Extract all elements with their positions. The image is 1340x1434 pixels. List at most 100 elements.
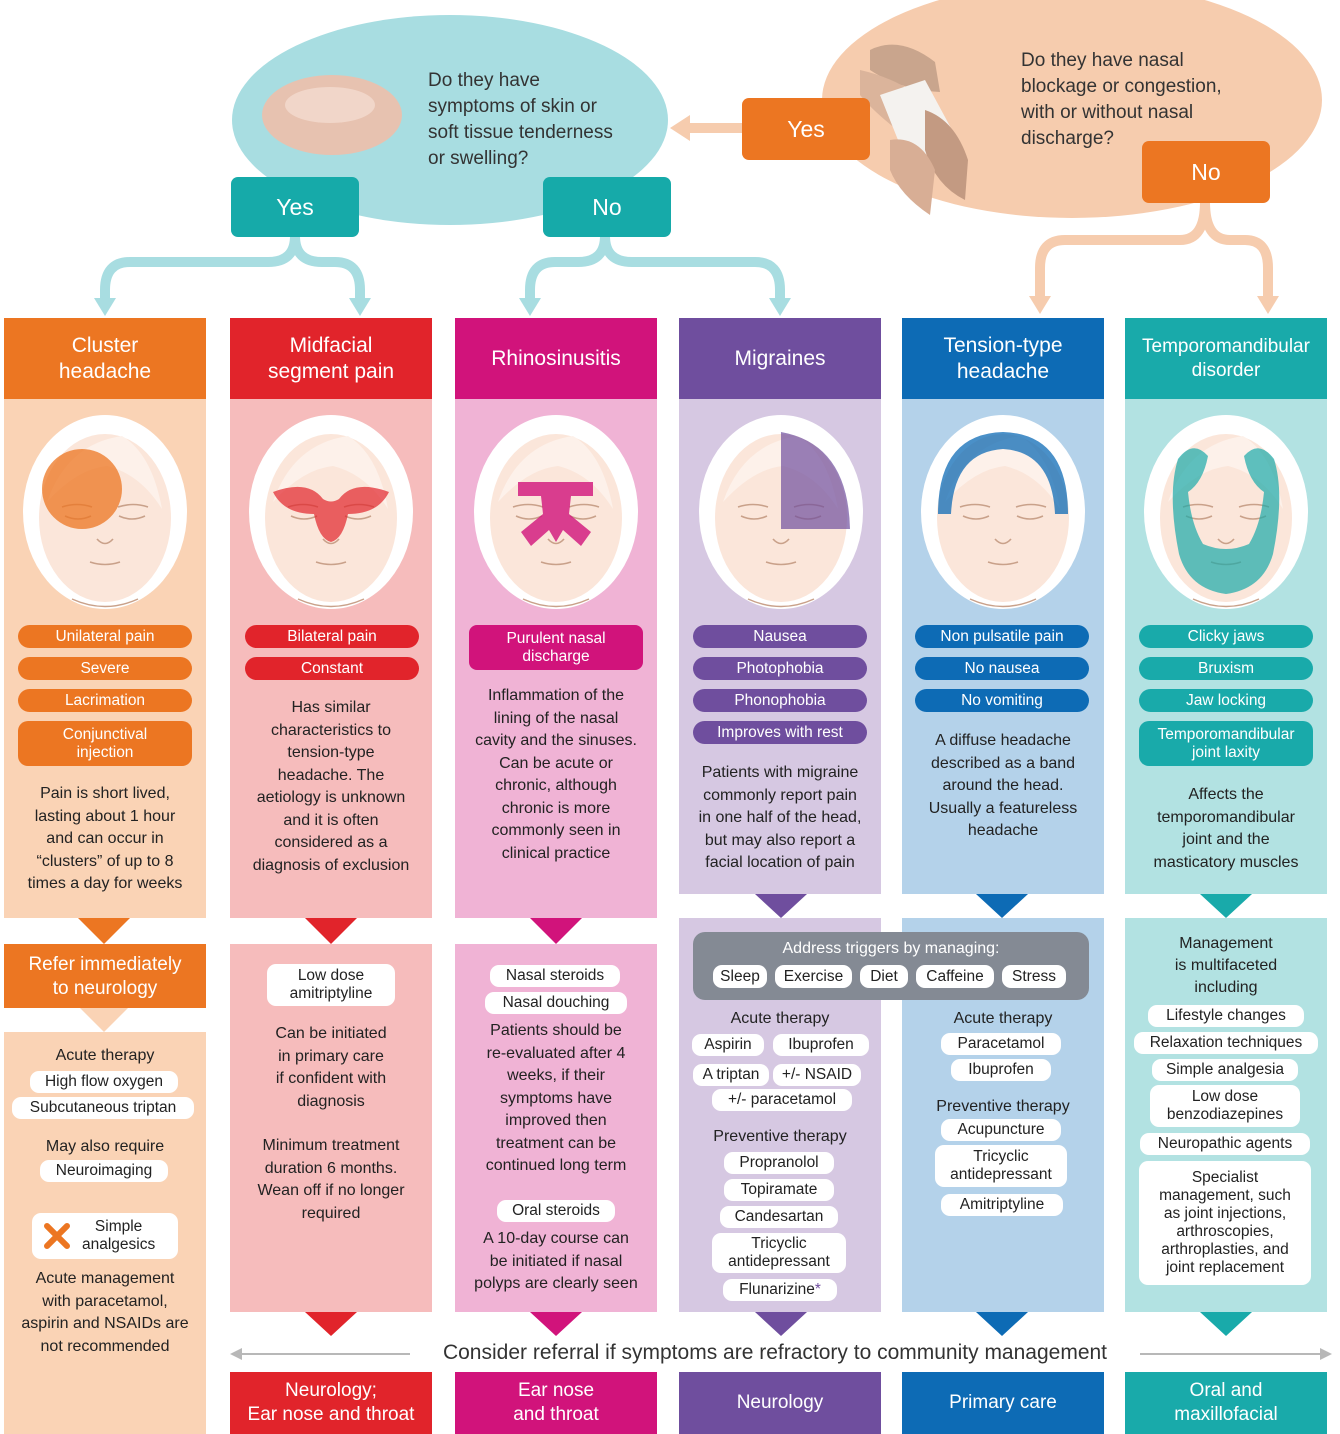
desc-line: chronic is more [501,799,611,817]
nasal-yes-button[interactable]: Yes [742,98,870,160]
referral-text: Consider referral if symptoms are refrac… [442,1341,1108,1364]
note-line: aspirin and NSAIDs are [21,1315,189,1332]
mgmt-line: diagnosis [297,1092,365,1110]
pill-line: benzodiazepines [1166,1106,1284,1123]
header-rhinosinusitis: Rhinosinusitis [455,318,657,399]
refer-line: Refer immediately [28,954,182,975]
pill-text: Flunarizine [739,1281,815,1298]
mgmt-line: including [1194,979,1258,996]
cross-icon [44,1223,70,1249]
q-line: blockage or congestion, [1021,76,1222,97]
treatment-pill: Ibuprofen [773,1034,869,1056]
q-line: soft tissue tenderness [428,122,613,143]
skin-question-bubble [232,15,668,225]
pill-line: Conjunctival [62,725,148,743]
pill-line: injection [76,743,134,761]
mgmt-line: required [301,1204,361,1222]
desc-line: in one half of the head, [698,809,862,826]
desc-line: Inflammation of the [487,687,625,704]
pill-line: as joint injections, [1163,1205,1287,1222]
pill-line: Low dose [297,967,365,984]
title-line: Rhinosinusitis [491,346,621,370]
migraine-preventive-title: Preventive therapy [713,1128,847,1145]
treatment-pill: Nasal douching [485,992,627,1014]
trigger-pill: Sleep [713,965,767,988]
cluster-description: Pain is short lived,lasting about 1 hour… [4,783,206,896]
dest-line: and throat [513,1404,599,1425]
desc-line: Usually a featureless [928,799,1078,817]
desc-line: but may also report a [704,831,856,849]
desc-line: headache. The [277,766,385,784]
dest-line: Ear nose [517,1380,595,1401]
mgmt-line: if confident with [275,1070,387,1087]
pill-line: Tricyclic [751,1235,807,1252]
q-line: with or without nasal [1021,102,1194,123]
title-line: Temporomandibular [1142,335,1310,357]
desc-line: temporomandibular [1157,808,1295,826]
skin-no-button[interactable]: No [543,177,671,237]
cross-line: analgesics [82,1236,156,1253]
treatment-pill: A triptan [693,1064,769,1086]
symptom-pill: Non pulsatile pain [915,625,1089,648]
dest-line: Oral and [1189,1380,1263,1401]
desc-line: masticatory muscles [1153,853,1299,871]
treatment-pill: Amitriptyline [941,1194,1063,1216]
treatment-pill: Neuroimaging [40,1160,168,1182]
treatment-pill: Simple analgesia [1152,1059,1298,1081]
pill-line: joint replacement [1165,1259,1285,1276]
mgmt-line: be initiated if nasal [489,1252,623,1270]
refer-line: to neurology [52,978,158,999]
pill-line: arthroplasties, and [1161,1241,1289,1258]
skin-yes-button[interactable]: Yes [231,177,359,237]
destination-oral-maxillofacial: Oral and maxillofacial [1125,1372,1327,1434]
pill-line: Specialist [1191,1169,1259,1186]
q-line: Do they have [428,70,540,91]
nasal-no-button[interactable]: No [1142,141,1270,203]
desc-line: around the head. [942,777,1064,794]
symptom-pill: Bilateral pain [245,625,419,648]
desc-line: “clusters” of up to 8 [36,852,174,870]
face-migraine [698,414,864,610]
pill-line: discharge [522,647,590,665]
skin-question-text: Do they have symptoms of skin or soft ti… [428,68,648,172]
desc-line: joint and the [1182,831,1270,848]
migraine-description: Patients with migraine commonly report pa… [679,762,881,875]
pill-line: Temporomandibular [1157,725,1295,743]
mgmt-line: Management [1179,935,1273,952]
treatment-pill: Acupuncture [941,1119,1061,1141]
treatment-pill: High flow oxygen [30,1071,178,1093]
cross-line: Simple [94,1218,143,1235]
face-illustrations [22,414,1309,610]
destination-neurology: Neurology [679,1372,881,1434]
desc-line: Patients with migraine [701,764,859,781]
treatment-pill: Aspirin [692,1034,764,1056]
treatment-pill: +/- NSAID [773,1064,861,1086]
symptom-pill: Lacrimation [18,689,192,712]
title-line: Cluster [71,333,139,357]
pill-line: antidepressant [728,1253,830,1270]
mgmt-line: improved then [505,1112,607,1129]
symptom-pill: Improves with rest [693,721,867,744]
dest-line: Primary care [949,1392,1057,1413]
trigger-pill: Diet [860,965,908,988]
symptom-pill: Severe [18,657,192,680]
desc-line: commonly report pain [703,786,857,804]
dest-line: maxillofacial [1174,1404,1278,1425]
mgmt-line: treatment can be [495,1134,617,1152]
pill-line: Purulent nasal [506,629,606,647]
trigger-pill: Exercise [775,965,852,988]
treatment-pill: Ibuprofen [951,1059,1051,1081]
mgmt-line: symptoms have [499,1089,613,1107]
treatment-pill: +/- paracetamol [712,1089,852,1111]
face-midfacial [248,414,414,610]
header-migraines: Migraines [679,318,881,399]
